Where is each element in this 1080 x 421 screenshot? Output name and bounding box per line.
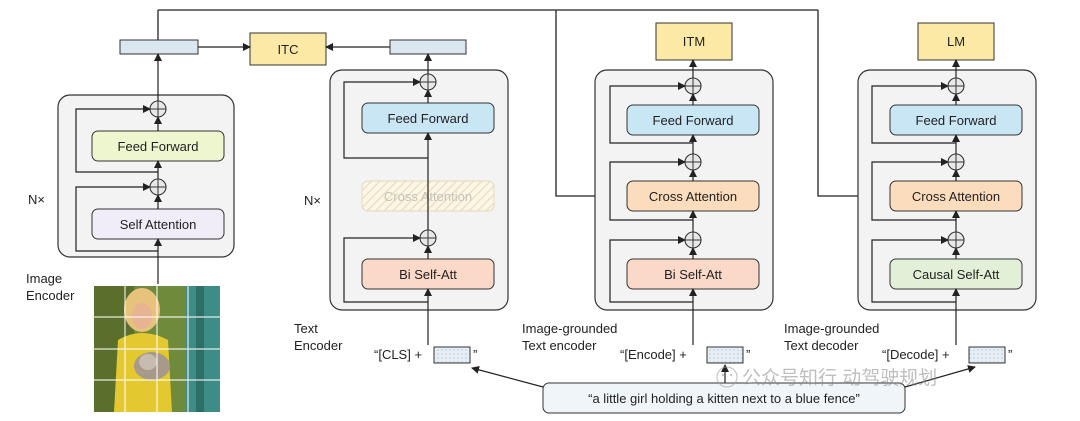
input-photo: [94, 286, 220, 412]
grounded-decoder-feed-forward-label: Feed Forward: [916, 113, 997, 128]
grounded-decoder-label-1: Image-grounded: [784, 321, 879, 336]
grounded-encoder-add-circle-2: [684, 153, 702, 171]
itm-box: [655, 22, 733, 61]
lm-box: [917, 22, 995, 61]
grounded-decoder-label-2: Text decoder: [784, 338, 859, 353]
grounded-encoder-label-2: Text encoder: [522, 338, 597, 353]
image-encoder-label-1: Image: [26, 271, 62, 286]
grounded-encoder-cross-attention-label: Cross Attention: [649, 189, 737, 204]
grounded-encoder-input-close: ”: [746, 347, 750, 362]
image-grounded-text-encoder: ITM Feed Forward Cross Attention Bi Self…: [522, 22, 774, 364]
text-feed-forward-label: Feed Forward: [388, 111, 469, 126]
grounded-encoder-add-circle-3: [684, 77, 702, 95]
grounded-decoder-input-token: “[Decode] +: [882, 347, 950, 362]
grounded-encoder-feed-forward-label: Feed Forward: [653, 113, 734, 128]
grounded-decoder-add-circle-3: [947, 77, 965, 95]
caption-group: “a little girl holding a kitten next to …: [471, 364, 976, 414]
text-encoder-repeat: N×: [304, 193, 321, 208]
grounded-encoder-add-circle-1: [684, 231, 702, 249]
grounded-decoder-input-slot: [968, 346, 1006, 364]
watermark-text: 公众号知行 动驾驶规划: [742, 367, 937, 389]
grounded-decoder-causal-self-att-label: Causal Self-Att: [913, 267, 1000, 282]
lm-label: LM: [947, 34, 965, 49]
itm-label: ITM: [683, 34, 705, 49]
text-encoder: N× Feed Forward Cross Attention Bi Self-…: [294, 39, 509, 364]
grounded-decoder-add-circle-2: [947, 153, 965, 171]
image-self-attention-label: Self Attention: [120, 217, 197, 232]
text-add-circle-1: [419, 229, 437, 247]
image-encoder: N× Feed Forward Self Attention Image Enc…: [26, 39, 235, 412]
text-encoder-input-slot: [433, 346, 471, 364]
text-embedding-token: [389, 39, 467, 55]
image-encoder-repeat: N×: [28, 192, 45, 207]
caption-text: “a little girl holding a kitten next to …: [588, 391, 860, 406]
image-grounded-text-decoder: LM Feed Forward Cross Attention Causal S…: [784, 22, 1037, 364]
image-feed-forward-label: Feed Forward: [118, 139, 199, 154]
caption-box: [542, 382, 906, 414]
text-add-circle-2: [419, 73, 437, 91]
grounded-encoder-label-1: Image-grounded: [522, 321, 617, 336]
grounded-decoder-cross-attention-label: Cross Attention: [912, 189, 1000, 204]
itc-label: ITC: [278, 42, 299, 57]
image-add-circle-1: [149, 178, 167, 196]
itc-head: ITC: [198, 32, 390, 66]
text-encoder-label-2: Encoder: [294, 338, 343, 353]
image-encoder-label-2: Encoder: [26, 288, 75, 303]
text-encoder-label-1: Text: [294, 321, 318, 336]
wechat-icon: [716, 366, 738, 388]
watermark: 公众号知行 动驾驶规划: [716, 366, 937, 389]
text-encoder-input-close: ”: [473, 347, 477, 362]
text-encoder-input-token: “[CLS] +: [374, 347, 422, 362]
grounded-encoder-input-slot: [706, 346, 744, 364]
image-embedding-token: [119, 39, 199, 55]
grounded-encoder-input-token: “[Encode] +: [620, 347, 687, 362]
text-bi-self-att-label: Bi Self-Att: [399, 267, 457, 282]
grounded-decoder-add-circle-1: [947, 231, 965, 249]
image-add-circle-2: [149, 100, 167, 118]
grounded-encoder-bi-self-att-label: Bi Self-Att: [664, 267, 722, 282]
grounded-decoder-input-close: ”: [1008, 347, 1012, 362]
